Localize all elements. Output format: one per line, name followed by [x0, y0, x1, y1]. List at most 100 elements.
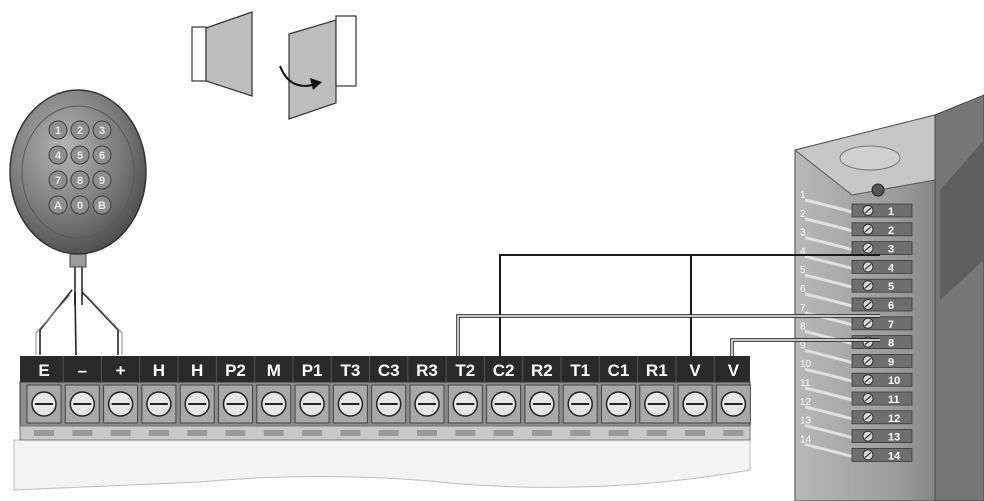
receiver-side-number: 6 [800, 284, 806, 295]
receiver-terminal-number: 11 [888, 394, 900, 406]
receiver-terminal-number: 2 [888, 225, 894, 237]
keypad-key-label: B [98, 200, 106, 212]
receiver-side-number: 7 [800, 303, 806, 314]
receiver-terminal: 13 [804, 424, 913, 444]
receiver-terminal: 6 [804, 292, 913, 312]
keypad-key: 7 [48, 170, 68, 190]
receiver-terminal: 11 [804, 386, 913, 406]
receiver-side-number: 11 [800, 378, 811, 389]
receiver-terminal: 3 [804, 236, 913, 256]
keypad-key: 1 [48, 120, 68, 140]
keypad-key: 2 [70, 120, 90, 140]
terminal-screw [103, 384, 139, 424]
keypad-key-label: 2 [77, 125, 83, 137]
terminal-label: R2 [531, 361, 553, 380]
terminal-label: P2 [225, 361, 246, 380]
terminal-label: R3 [416, 361, 438, 380]
keypad-key-label: 5 [77, 150, 83, 162]
terminal-screw [447, 384, 483, 424]
receiver-side-number: 9 [800, 340, 806, 351]
terminal-screw [218, 384, 253, 424]
receiver-side-number: 4 [800, 246, 806, 257]
terminal-screw [677, 384, 713, 424]
terminal-screw [141, 384, 177, 424]
terminal-label: C3 [378, 361, 400, 380]
receiver-terminal-number: 10 [888, 375, 900, 387]
receiver-terminal: 2 [804, 217, 913, 237]
receiver-terminal: 7 [804, 311, 913, 331]
terminal-label: H [191, 361, 203, 380]
terminal-label: – [78, 361, 87, 380]
receiver-terminal: 9 [804, 348, 913, 368]
terminal-label: V [689, 361, 701, 380]
receiver-terminal-number: 5 [888, 281, 894, 293]
terminal-screw [179, 384, 215, 424]
terminal-label: V [728, 361, 740, 380]
terminal-label: C1 [608, 361, 630, 380]
keypad-key: 9 [92, 170, 112, 190]
receiver-terminal-number: 8 [888, 338, 894, 350]
receiver-side-number: 3 [800, 228, 806, 239]
receiver-side-number: 10 [800, 359, 812, 370]
terminal-label: R1 [646, 361, 668, 380]
receiver-side-number: 8 [800, 322, 806, 333]
keypad-key-label: 0 [77, 200, 83, 212]
terminal-screw [256, 384, 292, 424]
terminal-screw [639, 384, 675, 424]
keypad-key-label: 1 [55, 125, 61, 137]
receiver-terminal-number: 14 [888, 450, 901, 462]
receiver-terminal-number: 1 [888, 206, 894, 218]
receiver-side-number: 5 [800, 265, 806, 276]
terminal-screw [64, 384, 100, 424]
keypad-key-label: 6 [99, 150, 105, 162]
control-board [13, 439, 751, 491]
terminal-screw [294, 384, 330, 424]
terminal-label: H [153, 361, 165, 380]
terminal-screw [524, 384, 560, 424]
receiver-terminal: 1 [804, 198, 913, 218]
keypad-key-label: 9 [99, 175, 105, 187]
keypad-key-label: 8 [77, 175, 83, 187]
keypad-key-label: 3 [99, 125, 105, 137]
keypad-wires [35, 289, 123, 356]
terminal-label: T3 [340, 361, 360, 380]
receiver-terminal-number: 3 [888, 244, 894, 256]
receiver-terminal: 12 [804, 405, 913, 425]
keypad-key-label: A [54, 200, 62, 212]
terminal-screw [409, 384, 445, 424]
receiver-terminal-number: 12 [888, 413, 900, 425]
receiver-terminal: 14 [804, 442, 913, 462]
door-opening-icon [279, 15, 357, 120]
keypad-key: 8 [70, 170, 90, 190]
keypad-key: 3 [92, 120, 112, 140]
keypad-key: 0 [70, 195, 90, 215]
terminal-label: T1 [570, 361, 590, 380]
terminal-screw [26, 384, 62, 424]
terminal-screw [371, 384, 407, 424]
terminal-label: T2 [455, 361, 475, 380]
receiver-side-number: 1 [800, 190, 806, 201]
receiver-terminal-number: 7 [888, 319, 894, 331]
keypad-key-label: 4 [55, 150, 62, 162]
terminal-label: + [116, 361, 126, 380]
terminal-screw [601, 384, 636, 424]
receiver-side-number: 13 [800, 416, 812, 427]
keypad-key: B [92, 195, 112, 215]
connection-wires [456, 254, 880, 356]
terminal-screw [486, 384, 522, 424]
receiver-terminal: 10 [804, 367, 913, 387]
receiver-terminal-number: 9 [888, 356, 894, 368]
terminal-label: P1 [302, 361, 323, 380]
receiver-terminal-number: 13 [888, 432, 900, 444]
keypad-key: 4 [48, 145, 68, 165]
terminal-label: C2 [493, 361, 515, 380]
keypad-key: 6 [92, 145, 112, 165]
receiver-side-number: 12 [800, 397, 812, 408]
keypad-key: 5 [70, 145, 90, 165]
